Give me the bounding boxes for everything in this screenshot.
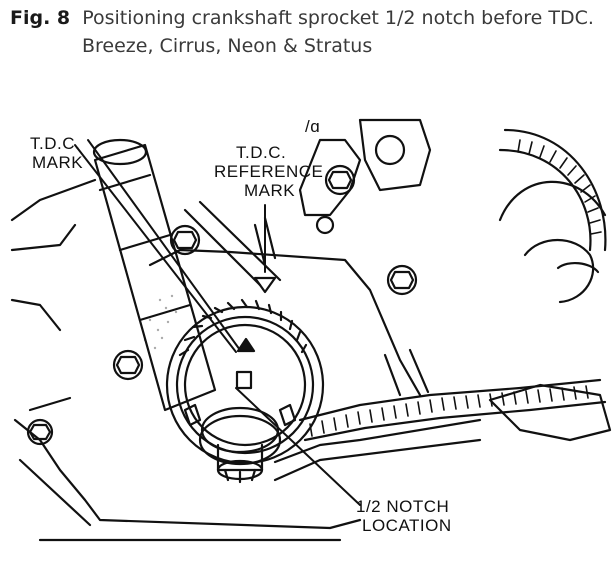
tdc-mark-triangle	[236, 337, 256, 353]
figure-subtitle: Breeze, Cirrus, Neon & Stratus	[82, 35, 373, 57]
tdc-mark-label-line1: T.D.C.	[30, 134, 80, 153]
tdc-reference-notch	[253, 276, 277, 294]
half-notch-label-line2: LOCATION	[362, 516, 452, 535]
upper-bracket	[298, 138, 362, 217]
leader-half-notch	[235, 387, 361, 506]
tdc-mark-label-line2: MARK	[32, 153, 83, 172]
camshaft-sprocket	[498, 180, 607, 304]
engine-block-outline	[10, 118, 612, 542]
tdc-reference-label-line3: MARK	[244, 181, 295, 200]
cam-cover-edge	[358, 118, 432, 192]
belt-teeth	[309, 139, 602, 437]
tdc-reference-label-line2: REFERENCE	[214, 162, 323, 181]
timing-belt	[183, 128, 607, 442]
bolts	[26, 134, 418, 446]
leader-lines	[74, 139, 361, 506]
figure-number: Fig. 8	[10, 7, 71, 29]
corner-mark: /ɑ	[305, 117, 320, 136]
figure-title: Positioning crankshaft sprocket 1/2 notc…	[82, 7, 594, 29]
figure-caption: Fig. 8 Positioning crankshaft sprocket 1…	[10, 4, 610, 60]
crankshaft-sprocket	[165, 298, 325, 465]
crankshaft-bolt	[198, 406, 482, 484]
tdc-reference-label-line1: T.D.C.	[236, 143, 286, 162]
half-notch-label-line1: 1/2 NOTCH	[356, 497, 449, 516]
leader-tdc-mark	[74, 144, 237, 353]
shading	[143, 294, 178, 350]
